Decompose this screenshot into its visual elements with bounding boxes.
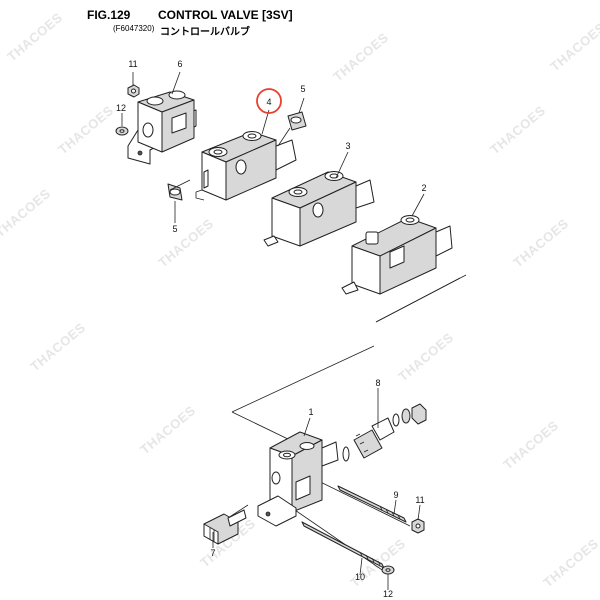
callout-3: 3 <box>345 141 350 151</box>
watermark-text: THACOES <box>330 30 391 85</box>
watermark-text: THACOES <box>395 330 456 385</box>
watermark-text: THACOES <box>55 103 116 158</box>
part-9-tie-bolt <box>337 485 407 523</box>
callout-5: 5 <box>300 84 305 94</box>
part-10-tie-bolt <box>301 521 385 569</box>
part-4-section-valve <box>195 131 297 201</box>
highlight-circle <box>256 88 282 114</box>
watermark-text: THACOES <box>137 403 198 458</box>
watermark-text: THACOES <box>540 536 600 591</box>
callout-12: 12 <box>116 103 126 113</box>
callout-4: 4 <box>266 97 271 107</box>
callout-7: 7 <box>210 548 215 558</box>
part-code: (F6047320) <box>113 24 155 33</box>
part-7-sensor <box>203 509 247 545</box>
watermark-text: THACOES <box>0 186 53 241</box>
callout-6: 6 <box>177 59 182 69</box>
japanese-title: コントロールバルブ <box>160 27 250 38</box>
callout-11: 11 <box>415 495 424 505</box>
figure-title: CONTROL VALVE [3SV] <box>158 8 293 22</box>
part-6-end-cover <box>127 90 197 165</box>
watermark-text: THACOES <box>487 103 548 158</box>
part-11-nut-bottom <box>411 518 425 534</box>
callout-numbers: 11 6 12 4 5 3 2 5 1 8 7 9 11 10 12 <box>116 59 427 599</box>
part-2-section-valve <box>341 215 453 295</box>
watermark-text: THACOES <box>510 216 571 271</box>
callout-5: 5 <box>172 224 177 234</box>
part-3-section-valve <box>263 171 375 247</box>
watermark-text: THACOES <box>500 418 561 473</box>
part-12-washer-bottom <box>381 565 395 575</box>
part-12-washer-top <box>115 126 129 136</box>
callout-12: 12 <box>383 589 393 599</box>
part-11-nut-top <box>127 84 140 98</box>
part-5-plug-upper <box>287 111 307 131</box>
callout-2: 2 <box>421 183 426 193</box>
part-5-plug-lower <box>167 183 183 201</box>
callout-1: 1 <box>308 407 313 417</box>
watermark-text: THACOES <box>155 216 216 271</box>
watermark-text: THACOES <box>27 320 88 375</box>
part-1-inlet-body <box>257 431 339 527</box>
callout-10: 10 <box>355 572 365 582</box>
part-8-relief-valve <box>342 403 427 462</box>
watermark-text: THACOES <box>547 20 600 75</box>
callout-8: 8 <box>375 378 380 388</box>
callout-9: 9 <box>393 490 398 500</box>
leader-lines <box>121 71 425 590</box>
callout-11: 11 <box>128 59 137 69</box>
figure-number: FIG.129 <box>87 8 131 22</box>
watermark-text: THACOES <box>4 10 65 65</box>
